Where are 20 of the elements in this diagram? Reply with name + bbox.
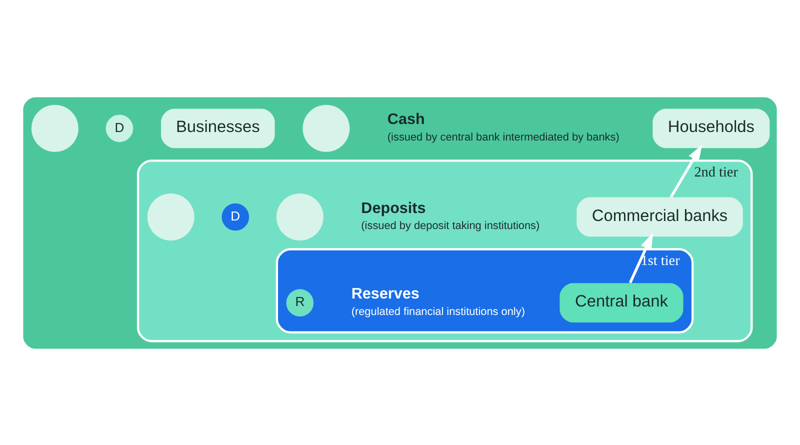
node-label: Cash (387, 110, 425, 128)
arrow (670, 144, 702, 198)
node-label: (issued by central bank intermediated by banks) (387, 130, 620, 143)
node-label: Deposits (361, 199, 426, 216)
node-circle: R (286, 288, 314, 316)
node-box: Commercial banks (576, 196, 743, 236)
node-label: Reserves (351, 285, 420, 302)
arrow (628, 232, 653, 283)
node-circle: D (222, 202, 250, 230)
node-box: Households (652, 108, 770, 148)
node-box: Central bank (560, 282, 684, 322)
node-circle (276, 192, 324, 240)
node-box: Businesses (161, 108, 275, 148)
node-circle (31, 104, 78, 152)
node-circle: D (106, 114, 134, 142)
node-circle (302, 104, 350, 152)
node-label: (regulated financial institutions only) (351, 305, 525, 318)
node-circle (147, 192, 194, 240)
cluster (21, 94, 779, 350)
node-label: (issued by deposit taking institutions) (361, 220, 540, 232)
